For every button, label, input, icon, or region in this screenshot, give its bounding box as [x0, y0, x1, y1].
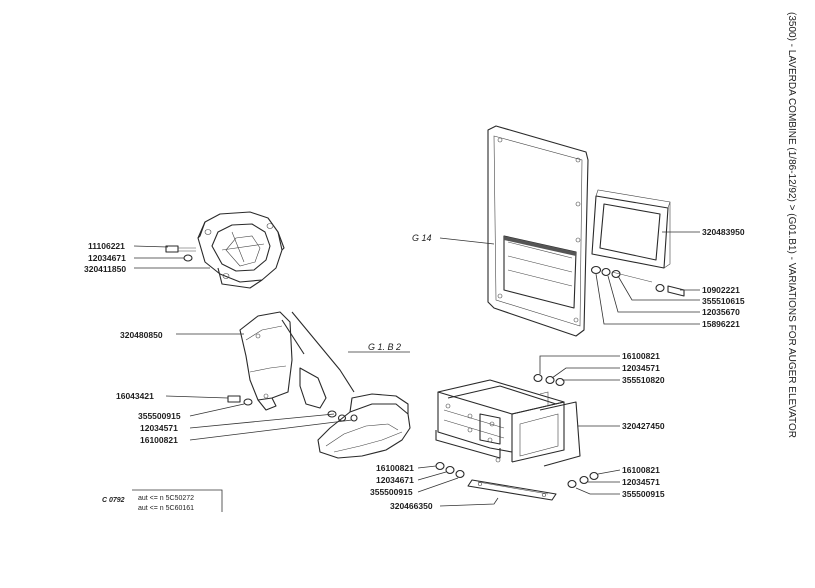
drawing-code: C 0792: [102, 497, 125, 504]
serial-note-line1: aut <= n 5C50272: [138, 495, 194, 502]
flange-housing-drawing: [165, 211, 285, 289]
curved-guard-drawing: [227, 311, 293, 411]
part-labels: 11106221 12034671 320411850 320480850 16…: [84, 227, 745, 511]
part-label: 320466350: [390, 501, 433, 511]
part-label: 320483950: [702, 227, 745, 237]
part-label: 12034571: [622, 477, 660, 487]
part-label: 355510615: [702, 296, 745, 306]
part-label: 16100821: [140, 435, 178, 445]
part-label: 16100821: [622, 351, 660, 361]
part-label: 355510820: [622, 375, 665, 385]
part-label: 12034671: [88, 253, 126, 263]
part-label: 11106221: [88, 241, 125, 251]
serial-note-line2: aut <= n 5C60161: [138, 505, 194, 512]
group-label-g14: G 14: [412, 233, 432, 243]
part-label: 15896221: [702, 319, 740, 329]
part-label: 320427450: [622, 421, 665, 431]
side-title: (3500) - LAVERDA COMBINE (1/86-12/92) > …: [786, 12, 797, 438]
auger-elevator-tube-drawing: [281, 311, 411, 459]
part-label: 355500915: [622, 489, 665, 499]
box-housing-drawing: [435, 373, 599, 501]
part-label: 16100821: [622, 465, 660, 475]
rectangular-frame-drawing: [590, 189, 685, 297]
part-label: 12035670: [702, 307, 740, 317]
part-label: 355500915: [138, 411, 181, 421]
part-label: 12034571: [622, 363, 660, 373]
group-label-g1b2: G 1. B 2: [368, 342, 401, 352]
part-label: 320480850: [120, 330, 163, 340]
part-label: 320411850: [84, 264, 126, 274]
part-label: 16043421: [116, 391, 154, 401]
serial-note-box: C 0792 aut <= n 5C50272 aut <= n 5C60161: [102, 489, 223, 512]
leader-lines: [133, 231, 700, 507]
part-label: 10902221: [702, 285, 740, 295]
part-label: 12034571: [140, 423, 178, 433]
part-label: 16100821: [376, 463, 414, 473]
part-label: 12034671: [376, 475, 414, 485]
part-label: 355500915: [370, 487, 413, 497]
large-side-panel-drawing: [487, 125, 589, 337]
